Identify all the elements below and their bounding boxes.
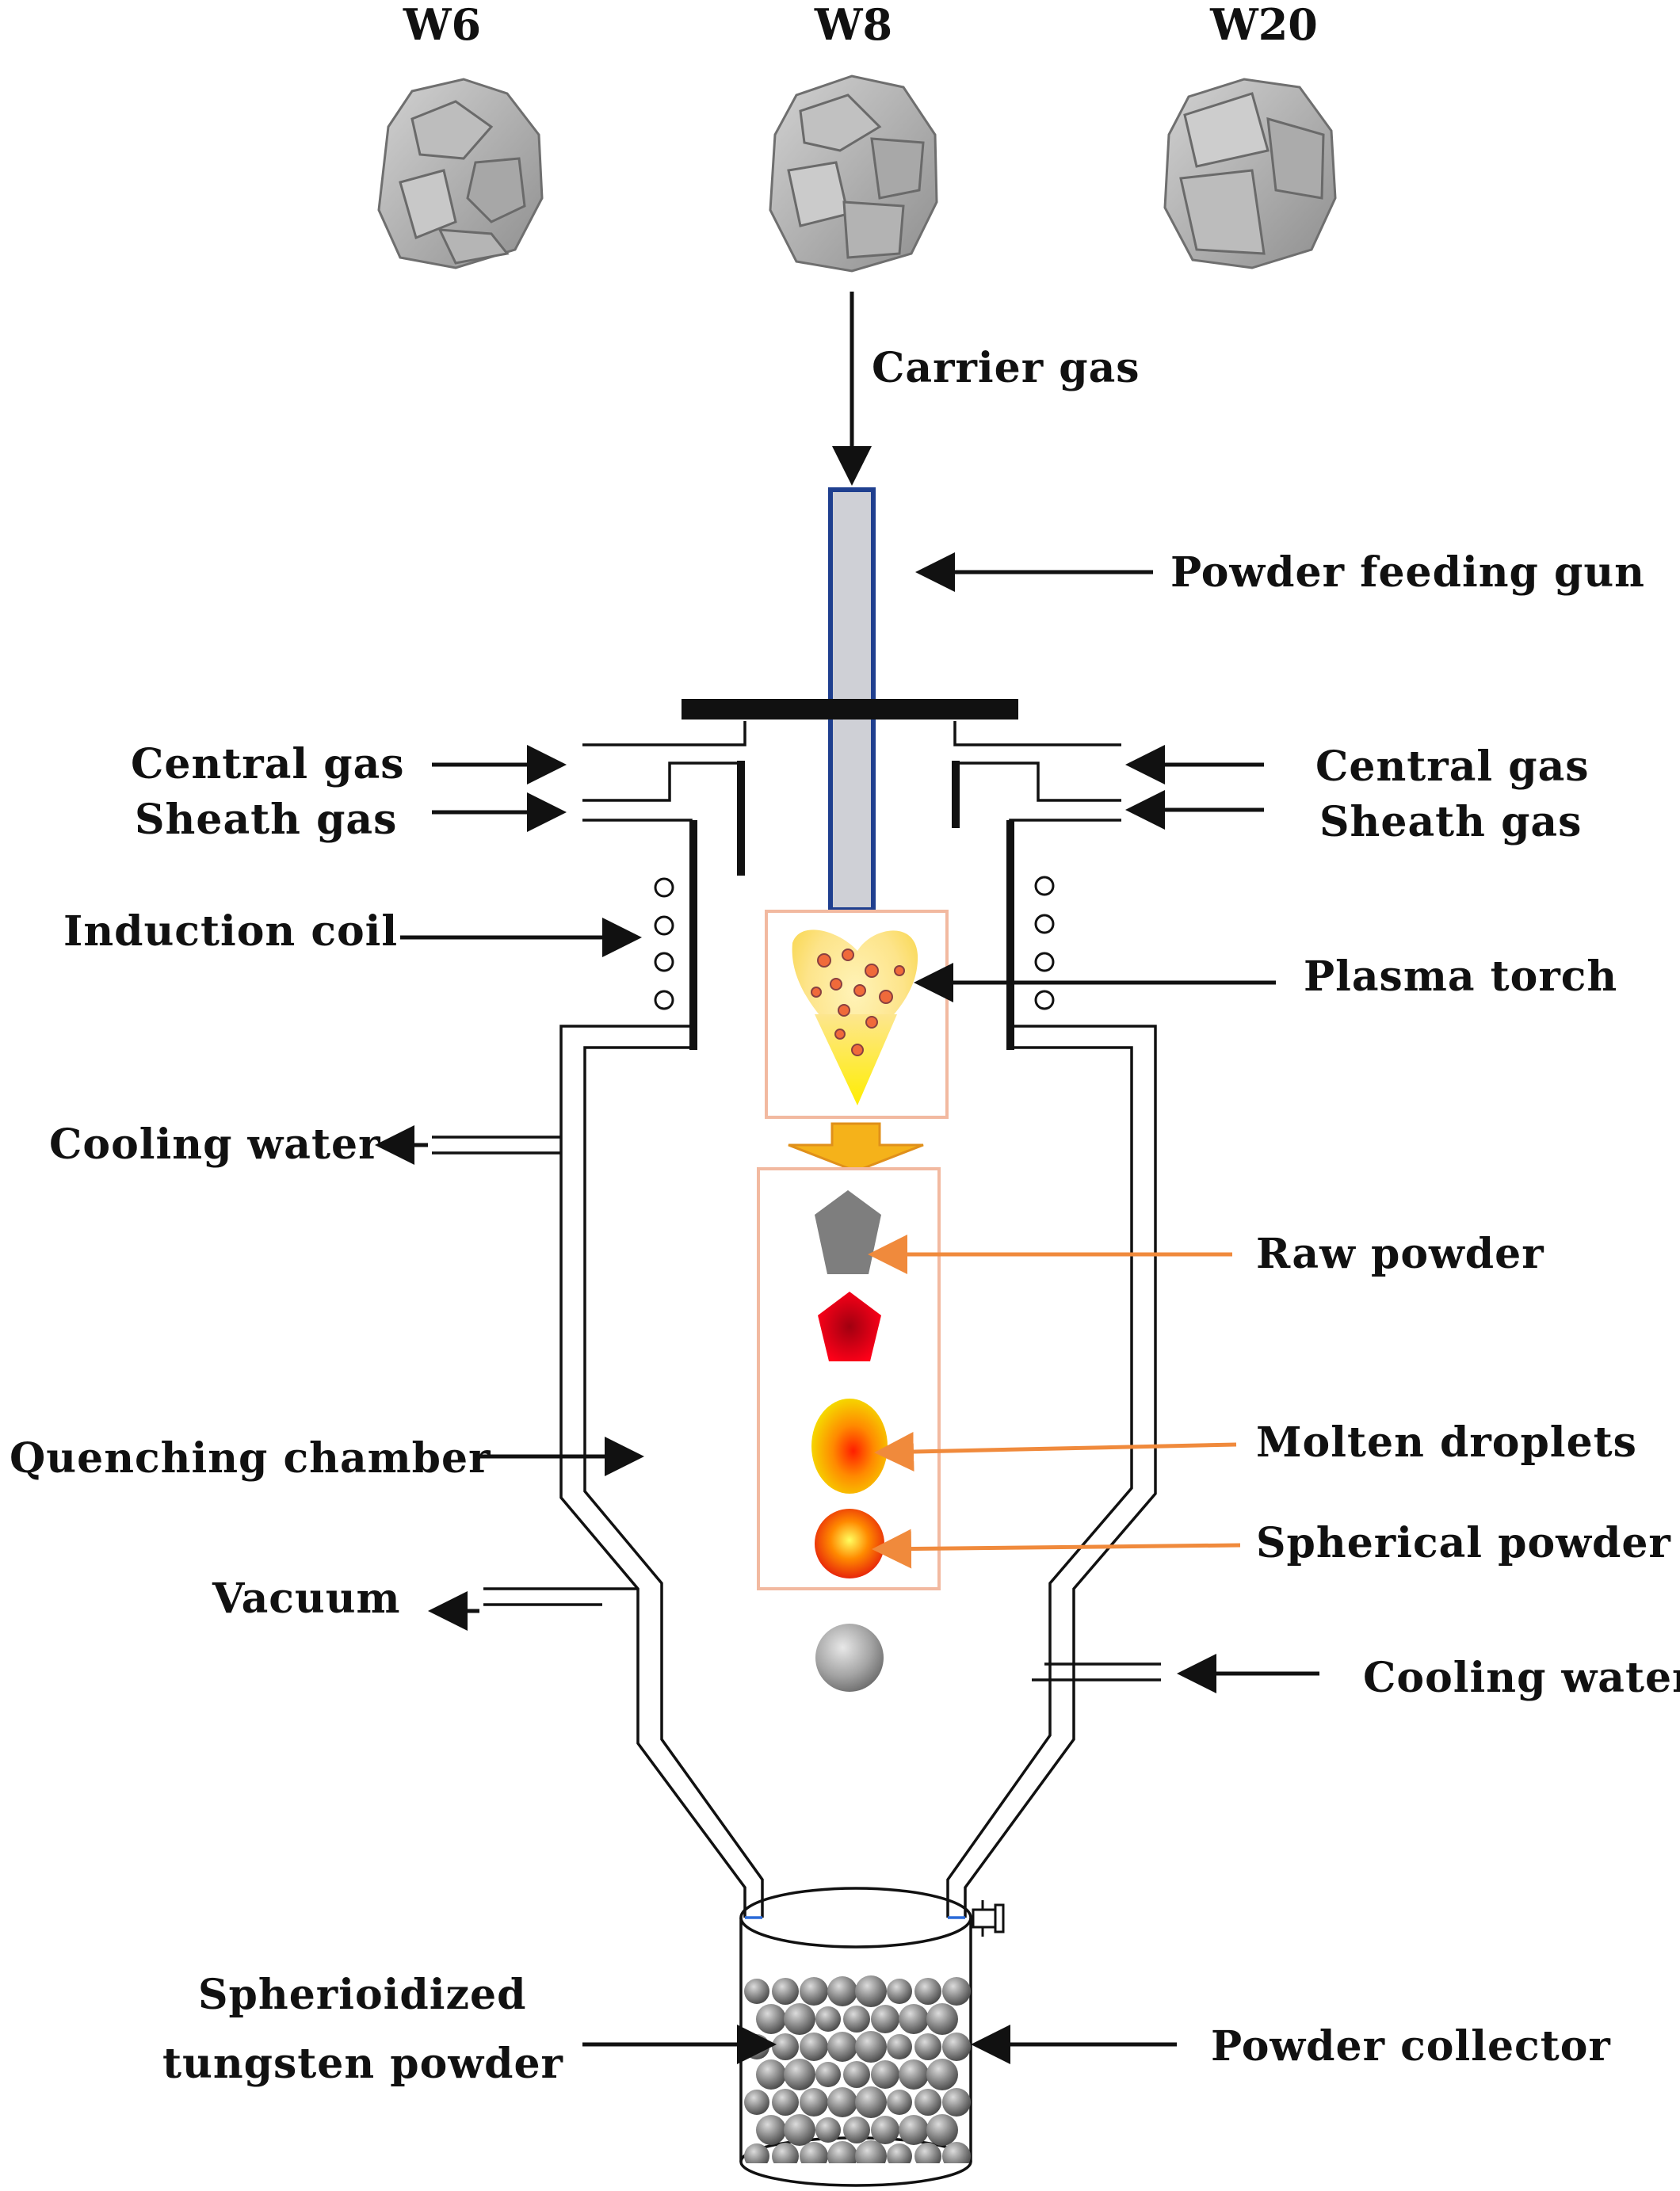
quenching-chamber-label: Quenching chamber bbox=[10, 1434, 491, 1483]
solidified-sphere bbox=[815, 1624, 884, 1692]
spheroidized-powder-ball bbox=[855, 2031, 887, 2063]
cooling-water-inlet-right bbox=[1032, 1662, 1161, 1681]
w6-powder-agglomerate bbox=[377, 78, 544, 269]
powder-collector bbox=[739, 1887, 972, 2187]
spheroidized-powder-ball bbox=[914, 2089, 941, 2116]
spheroidized-powder-ball bbox=[800, 2088, 828, 2117]
spheroidized-powder-ball bbox=[784, 2114, 815, 2146]
spheroidized-powder-ball bbox=[772, 2089, 799, 2116]
molten-droplet bbox=[811, 1399, 888, 1494]
spheroidized-powder-ball bbox=[855, 2140, 887, 2163]
raw-powder-label: Raw powder bbox=[1256, 1230, 1544, 1278]
spheroidized-powder-ball bbox=[744, 2143, 769, 2163]
spheroidized-powder-ball bbox=[871, 2060, 899, 2089]
powder-label-w8: W8 bbox=[814, 0, 892, 50]
spheroidized-powder-ball bbox=[815, 2117, 841, 2143]
spheroidized-powder-ball bbox=[926, 2114, 958, 2146]
spheroidized-powder-ball bbox=[815, 2006, 841, 2032]
heated-powder-particle bbox=[818, 1292, 881, 1361]
sheath-gas-label-right: Sheath gas bbox=[1319, 798, 1582, 846]
spheroidized-powder-ball bbox=[827, 2087, 857, 2117]
spheroidized-powder-ball bbox=[899, 2004, 929, 2034]
plasma-torch-flame bbox=[792, 929, 918, 1105]
powder-label-w6: W6 bbox=[403, 0, 481, 50]
spheroidized-powder-ball bbox=[827, 2141, 857, 2163]
spheroidized-powder-ball bbox=[843, 2006, 870, 2033]
raw-powder-particle bbox=[815, 1190, 881, 1274]
spheroidized-powder-ball bbox=[843, 2061, 870, 2088]
spheroidized-powder-ball bbox=[855, 1975, 887, 2007]
spheroidized-powder-ball bbox=[887, 2090, 912, 2115]
spheroidized-powder-ball bbox=[871, 2116, 899, 2144]
spherioidized-label-line2: tungsten powder bbox=[162, 2040, 563, 2088]
spheroidized-powder-ball bbox=[942, 1977, 971, 2006]
spherical-powder-label: Spherical powder bbox=[1256, 1519, 1671, 1567]
spheroidized-powder-ball bbox=[926, 2003, 958, 2035]
torch-inner-tube-walls bbox=[689, 761, 1014, 1050]
spheroidized-powder-ball bbox=[942, 2142, 971, 2163]
spheroidized-powder-ball bbox=[756, 2004, 786, 2034]
spheroidized-powder-ball bbox=[899, 2059, 929, 2090]
w8-powder-agglomerate bbox=[769, 74, 938, 273]
spheroidized-powder-ball bbox=[800, 2142, 828, 2163]
collector-valve bbox=[972, 1900, 1005, 1937]
spheroidized-powder-ball bbox=[887, 2143, 912, 2163]
spherioidized-label-line1: Spherioidized bbox=[198, 1971, 526, 2019]
powder-collector-label: Powder collector bbox=[1211, 2022, 1611, 2071]
spheroidized-powder-ball bbox=[843, 2117, 870, 2143]
cooling-water-outlet-left bbox=[432, 1136, 561, 1155]
spherical-powder-particle bbox=[815, 1509, 884, 1578]
vacuum-label: Vacuum bbox=[212, 1575, 401, 1623]
cooling-water-label-left: Cooling water bbox=[49, 1120, 381, 1169]
spheroidized-powder-ball bbox=[942, 2088, 971, 2117]
spheroidized-powder-ball bbox=[756, 2059, 786, 2090]
spheroidized-powder-ball bbox=[926, 2059, 958, 2090]
spheroidized-powder-ball bbox=[784, 2059, 815, 2090]
spheroidized-powder-ball bbox=[871, 2005, 899, 2033]
spheroidized-powder-ball bbox=[914, 2033, 941, 2060]
powder-feeding-gun-label: Powder feeding gun bbox=[1170, 548, 1645, 597]
spheroidized-powder-ball bbox=[855, 2086, 887, 2118]
powder-label-w20: W20 bbox=[1209, 0, 1318, 50]
spheroidized-powder-ball bbox=[772, 2143, 799, 2163]
process-flow-arrow bbox=[788, 1122, 924, 1173]
sheath-gas-label-left: Sheath gas bbox=[135, 796, 397, 844]
carrier-gas-label: Carrier gas bbox=[872, 344, 1140, 392]
spheroidized-powder-ball bbox=[744, 2034, 769, 2059]
spheroidized-powder-ball bbox=[756, 2115, 786, 2145]
spheroidized-powder-ball bbox=[899, 2115, 929, 2145]
spheroidized-powder-ball bbox=[942, 2033, 971, 2061]
torch-top-plate bbox=[682, 699, 1018, 720]
spherical-powder-arrow bbox=[872, 1529, 1241, 1569]
spheroidized-powder-ball bbox=[744, 1979, 769, 2004]
spheroidized-powder-ball bbox=[914, 1978, 941, 2005]
induction-coil-label: Induction coil bbox=[63, 907, 398, 956]
central-gas-label-right: Central gas bbox=[1315, 742, 1590, 791]
molten-droplets-label: Molten droplets bbox=[1256, 1418, 1637, 1467]
spheroidized-powder-ball bbox=[800, 2033, 828, 2061]
induction-coil-right bbox=[1034, 876, 1055, 1010]
spheroidized-powder-ball bbox=[887, 1979, 912, 2004]
molten-droplets-arrow bbox=[874, 1432, 1237, 1471]
spheroidized-powder-ball bbox=[815, 2062, 841, 2087]
spheroidized-powder-ball bbox=[887, 2034, 912, 2059]
spheroidized-powder-ball bbox=[914, 2143, 941, 2163]
spheroidized-powder-ball bbox=[827, 1976, 857, 2006]
spheroidized-powder-ball bbox=[744, 2090, 769, 2115]
spheroidized-powder-ball bbox=[800, 1977, 828, 2006]
spheroidized-powder-ball bbox=[784, 2003, 815, 2035]
spheroidized-powder-ball bbox=[772, 2033, 799, 2060]
spheroidized-powder-pile bbox=[744, 1975, 971, 2163]
central-gas-label-left: Central gas bbox=[131, 740, 405, 788]
induction-coil-left bbox=[654, 877, 674, 1010]
plasma-torch-label: Plasma torch bbox=[1304, 952, 1617, 1001]
spheroidized-powder-ball bbox=[772, 1978, 799, 2005]
cooling-water-label-right: Cooling water bbox=[1363, 1654, 1680, 1702]
vacuum-outlet bbox=[483, 1587, 638, 1606]
w20-powder-agglomerate bbox=[1163, 78, 1337, 269]
spheroidized-powder-ball bbox=[827, 2032, 857, 2062]
